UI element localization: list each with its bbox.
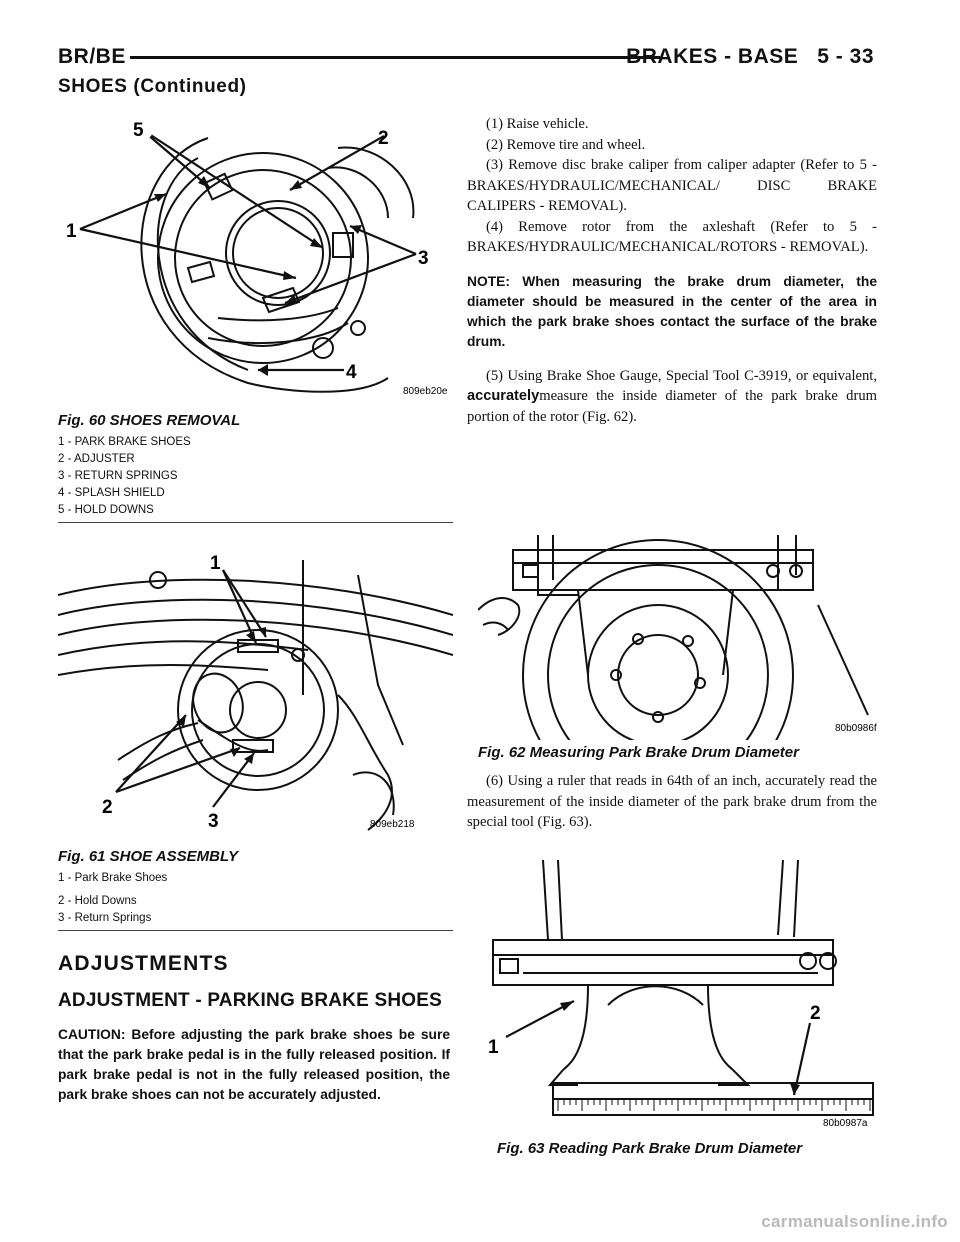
section-continued-title: SHOES (Continued) — [58, 76, 247, 97]
step-4: (4) Remove rotor from the axleshaft (Ref… — [467, 218, 877, 256]
fig62-caption: Fig. 62 Measuring Park Brake Drum Diamet… — [478, 744, 799, 761]
figure-60-shoes-removal: 5 2 1 3 4 809eb20e — [58, 108, 453, 408]
step-5-text: (5) Using Brake Shoe Gauge, Special Tool… — [486, 367, 877, 384]
figure-63-reading: 1 2 80b0987a — [478, 855, 878, 1130]
fig61-callout-2: 2 — [102, 797, 113, 818]
header-rule — [130, 56, 660, 59]
fig61-code: 809eb218 — [370, 819, 415, 830]
figure-63-illustration: 1 2 80b0987a — [488, 859, 874, 1129]
watermark-text: carmanualsonline.info — [761, 1212, 948, 1231]
fig61-callout-3: 3 — [208, 811, 219, 832]
fig60-legend-item: 5 - HOLD DOWNS — [58, 504, 154, 516]
step-6: (6) Using a ruler that reads in 64th of … — [467, 773, 877, 830]
fig60-legend-item: 3 - RETURN SPRINGS — [58, 470, 178, 482]
fig61-legend-item: 1 - Park Brake Shoes — [58, 872, 168, 884]
step-5-emphasis: accurately — [467, 388, 540, 404]
fig61-legend-item: 2 - Hold Downs — [58, 895, 137, 907]
figure-62-illustration: 80b0986f — [478, 535, 877, 740]
figure-61-illustration: 1 2 3 809eb218 — [58, 553, 453, 832]
adjustments-heading: ADJUSTMENTS — [58, 952, 229, 975]
fig63-callout-1: 1 — [488, 1037, 499, 1058]
fig61-callout-1: 1 — [210, 553, 221, 574]
note-text: NOTE: When measuring the brake drum diam… — [467, 273, 877, 349]
fig60-legend-item: 4 - SPLASH SHIELD — [58, 487, 165, 499]
fig63-callout-2: 2 — [810, 1003, 821, 1024]
procedure-steps-bottom: (6) Using a ruler that reads in 64th of … — [467, 771, 877, 833]
fig61-legend-rule — [58, 930, 453, 931]
fig61-legend: 1 - Park Brake Shoes 2 - Hold Downs 3 - … — [58, 870, 167, 927]
header-page-number: 5 - 33 — [817, 45, 874, 68]
step-5-text-end: measure the inside diameter of the park … — [467, 388, 877, 425]
fig60-legend-item: 2 - ADJUSTER — [58, 453, 135, 465]
fig60-callout-2: 2 — [378, 128, 389, 149]
fig63-caption: Fig. 63 Reading Park Brake Drum Diameter — [497, 1140, 803, 1157]
figure-61-shoe-assembly: 1 2 3 809eb218 — [58, 545, 453, 835]
fig61-caption: Fig. 61 SHOE ASSEMBLY — [58, 848, 239, 865]
fig63-code: 80b0987a — [823, 1118, 868, 1129]
step-5: (5) Using Brake Shoe Gauge, Special Tool… — [467, 366, 877, 428]
fig60-callout-1: 1 — [66, 221, 77, 242]
figure-60-illustration: 5 2 1 3 4 809eb20e — [66, 114, 448, 397]
step-2: (2) Remove tire and wheel. — [486, 136, 646, 153]
fig60-legend: 1 - PARK BRAKE SHOES 2 - ADJUSTER 3 - RE… — [58, 434, 191, 519]
fig60-legend-rule — [58, 522, 453, 523]
fig60-legend-item: 1 - PARK BRAKE SHOES — [58, 436, 191, 448]
figure-62-measuring: 80b0986f — [478, 535, 878, 740]
step-3: (3) Remove disc brake caliper from calip… — [467, 157, 877, 214]
caution-text: CAUTION: Before adjusting the park brake… — [58, 1027, 450, 1102]
fig61-legend-item: 3 - Return Springs — [58, 912, 152, 924]
header-section-title: BRAKES - BASE — [626, 45, 799, 68]
adjustment-subheading: ADJUSTMENT - PARKING BRAKE SHOES — [58, 990, 442, 1011]
fig62-code: 80b0986f — [835, 723, 877, 734]
fig60-caption: Fig. 60 SHOES REMOVAL — [58, 412, 241, 429]
step-1: (1) Raise vehicle. — [486, 116, 589, 132]
fig60-callout-5: 5 — [133, 120, 144, 141]
fig60-callout-4: 4 — [346, 362, 357, 383]
fig60-code: 809eb20e — [403, 386, 448, 397]
fig60-callout-3: 3 — [418, 248, 429, 269]
header-right: BRAKES - BASE 5 - 33 — [626, 44, 874, 70]
procedure-steps-top: (1) Raise vehicle. (2) Remove tire and w… — [467, 114, 877, 427]
fig63-ruler-ticks — [557, 1099, 871, 1111]
header-manual-code: BR/BE — [58, 45, 126, 68]
